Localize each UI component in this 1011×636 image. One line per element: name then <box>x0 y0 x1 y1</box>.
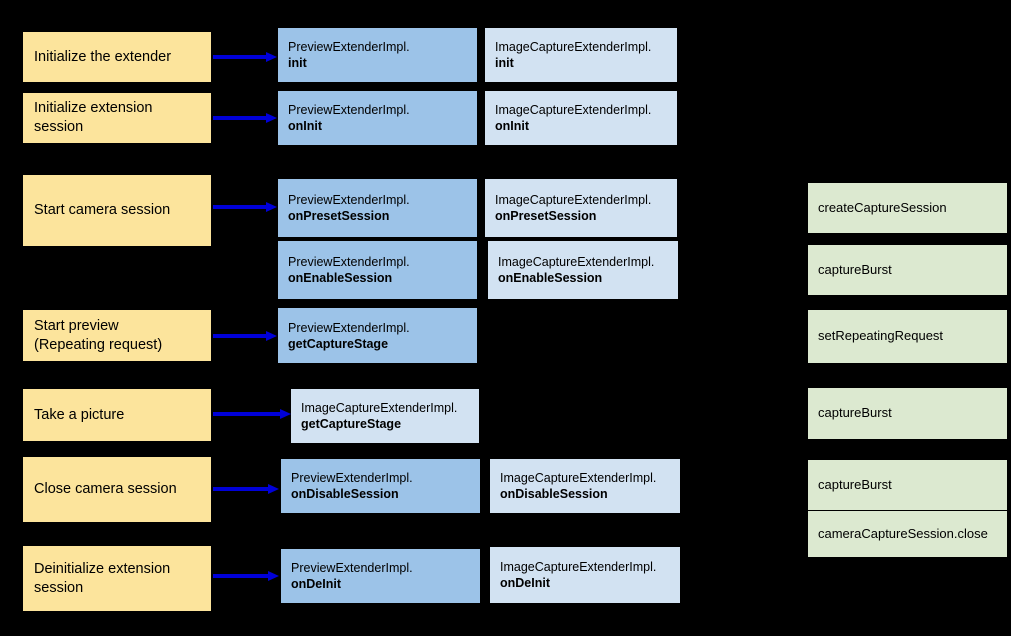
preview-call-method: onPresetSession <box>288 209 390 223</box>
preview-call-class: PreviewExtenderImpl. <box>288 193 410 207</box>
stage-label-line-1: Initialize the extender <box>34 48 172 65</box>
arrow-take-picture <box>213 409 291 419</box>
arrow-start-preview <box>213 331 277 341</box>
preview-call-method: onDisableSession <box>291 487 399 501</box>
preview-call-class: PreviewExtenderImpl. <box>288 255 410 269</box>
preview-call-method: onEnableSession <box>288 271 393 285</box>
camera2-call-box-captureburst-3[interactable]: captureBurst <box>808 460 1007 510</box>
image-capture-call-method: init <box>495 56 514 70</box>
image-capture-call-method: onDeInit <box>500 576 550 590</box>
preview-call-box-oninit[interactable]: PreviewExtenderImpl. onInit <box>278 91 477 145</box>
preview-call-box-getcapturestage[interactable]: PreviewExtenderImpl. getCaptureStage <box>278 308 477 363</box>
image-capture-call-method: onPresetSession <box>495 209 597 223</box>
stage-box-start-camera-session[interactable]: Start camera session <box>23 175 211 246</box>
stage-label-line-1: Initialize extension <box>34 100 153 117</box>
arrow-close-camera-session <box>213 484 279 494</box>
camera2-call-label: createCaptureSession <box>818 199 947 215</box>
image-capture-call-class: ImageCaptureExtenderImpl. <box>498 255 655 269</box>
image-capture-call-method: getCaptureStage <box>301 417 402 431</box>
camera2-call-label: captureBurst <box>818 405 892 421</box>
preview-call-class: PreviewExtenderImpl. <box>288 103 410 117</box>
preview-call-class: PreviewExtenderImpl. <box>291 561 413 575</box>
preview-call-box-onpresetsession[interactable]: PreviewExtenderImpl. onPresetSession <box>278 179 477 237</box>
preview-call-class: PreviewExtenderImpl. <box>291 471 413 485</box>
preview-call-class: PreviewExtenderImpl. <box>288 320 410 335</box>
camera2-call-label: setRepeatingRequest <box>818 328 944 344</box>
preview-call-class: PreviewExtenderImpl. <box>288 40 410 54</box>
stage-box-init-extension-session[interactable]: Initialize extension session <box>23 93 211 143</box>
camera2-call-box-createcapturesession[interactable]: createCaptureSession <box>808 183 1007 233</box>
stage-box-start-preview[interactable]: Start preview (Repeating request) <box>23 310 211 361</box>
preview-call-method: onInit <box>288 119 323 133</box>
image-capture-call-class: ImageCaptureExtenderImpl. <box>495 103 652 117</box>
preview-call-method: init <box>288 56 307 70</box>
arrow-init-extension-session <box>213 113 277 123</box>
stage-label-line-2: session <box>34 579 84 596</box>
image-capture-call-method: onDisableSession <box>500 487 608 501</box>
stage-box-deinit-extension-session[interactable]: Deinitialize extension session <box>23 546 211 611</box>
camera2-call-box-setrepeatingrequest[interactable]: setRepeatingRequest <box>808 310 1007 363</box>
stage-label-line-1: Close camera session <box>34 481 177 498</box>
image-capture-call-class: ImageCaptureExtenderImpl. <box>500 471 657 485</box>
camera2-call-label: captureBurst <box>818 476 892 492</box>
preview-call-box-ondeinit[interactable]: PreviewExtenderImpl. onDeInit <box>281 549 480 603</box>
camera2-call-box-captureburst-2[interactable]: captureBurst <box>808 388 1007 439</box>
preview-call-box-init[interactable]: PreviewExtenderImpl. init <box>278 28 477 82</box>
preview-call-box-onenablesession[interactable]: PreviewExtenderImpl. onEnableSession <box>278 241 477 299</box>
image-capture-call-box-oninit[interactable]: ImageCaptureExtenderImpl. onInit <box>485 91 677 145</box>
arrow-init-extender <box>213 52 277 62</box>
preview-call-box-ondisablesession[interactable]: PreviewExtenderImpl. onDisableSession <box>281 459 480 513</box>
stage-label-line-2: session <box>34 119 84 135</box>
stage-box-take-picture[interactable]: Take a picture <box>23 389 211 441</box>
stage-label-line-1: Start camera session <box>34 202 171 219</box>
image-capture-call-method: onEnableSession <box>498 271 603 285</box>
stage-label-line-1: Take a picture <box>34 406 125 423</box>
image-capture-call-box-onenablesession[interactable]: ImageCaptureExtenderImpl. onEnableSessio… <box>488 241 678 299</box>
image-capture-call-class: ImageCaptureExtenderImpl. <box>495 193 652 207</box>
image-capture-call-box-ondeinit[interactable]: ImageCaptureExtenderImpl. onDeInit <box>490 547 680 603</box>
preview-call-method: onDeInit <box>291 577 341 591</box>
image-capture-call-box-ondisablesession[interactable]: ImageCaptureExtenderImpl. onDisableSessi… <box>490 459 680 513</box>
camera2-call-label: captureBurst <box>818 261 892 277</box>
arrow-deinit-extension-session <box>213 571 279 581</box>
camera2-call-box-captureburst-1[interactable]: captureBurst <box>808 245 1007 295</box>
image-capture-call-method: onInit <box>495 119 530 133</box>
camera2-call-box-cameracapturesessionclose[interactable]: cameraCaptureSession.close <box>808 511 1007 557</box>
stage-box-init-extender[interactable]: Initialize the extender <box>23 32 211 82</box>
arrow-start-camera-session <box>213 202 277 212</box>
image-capture-call-box-getcapturestage[interactable]: ImageCaptureExtenderImpl. getCaptureStag… <box>291 389 479 443</box>
image-capture-call-box-init[interactable]: ImageCaptureExtenderImpl. init <box>485 28 677 82</box>
stage-label-line-1: Deinitialize extension <box>34 560 171 577</box>
image-capture-call-box-onpresetsession[interactable]: ImageCaptureExtenderImpl. onPresetSessio… <box>485 179 677 237</box>
stage-label-line-2: (Repeating request) <box>34 336 163 353</box>
image-capture-call-class: ImageCaptureExtenderImpl. <box>301 401 458 415</box>
stage-box-close-camera-session[interactable]: Close camera session <box>23 457 211 522</box>
image-capture-call-class: ImageCaptureExtenderImpl. <box>495 40 652 54</box>
image-capture-call-class: ImageCaptureExtenderImpl. <box>500 560 657 574</box>
camera2-call-label: cameraCaptureSession.close <box>818 525 988 541</box>
preview-call-method: getCaptureStage <box>288 336 389 351</box>
stage-label-line-1: Start preview <box>34 317 119 334</box>
